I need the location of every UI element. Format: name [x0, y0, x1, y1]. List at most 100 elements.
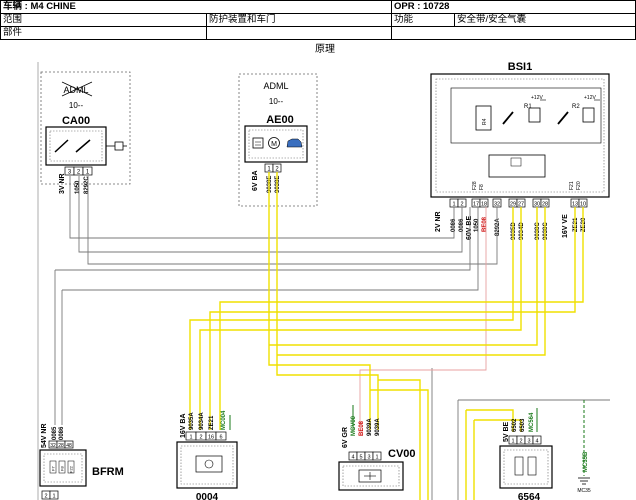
bsi1-pin-number: 13: [572, 202, 578, 208]
cv00-wire-label-red: BE08: [359, 420, 365, 436]
bsi1-fuse-label: F8: [479, 184, 485, 190]
bsi1-pin-number: 30: [534, 202, 540, 208]
m6564-pin-number: 1: [511, 439, 514, 445]
wire-yellow: [219, 207, 584, 430]
bsi1-pin-number: 10: [580, 202, 586, 208]
wire-yellow: [199, 207, 522, 430]
ca00-wire-label: 8292C: [84, 176, 90, 194]
cv00-inner: [342, 465, 400, 487]
wires-yellow: [189, 172, 584, 500]
wire-yellow: [209, 207, 576, 430]
ca00-wire-label: 1050: [75, 180, 81, 194]
wire-gray: [87, 176, 498, 265]
ca00-switch-a: [54, 139, 69, 153]
diagram-title: 原理: [315, 43, 335, 55]
wire-yellow: [277, 207, 546, 356]
ca00-dashed-frame: [40, 71, 131, 185]
wire-yellow: [189, 207, 514, 430]
wire-yellow: [268, 345, 371, 430]
bsi1-fuse-label: F21: [569, 181, 575, 190]
ae00-name: AE00: [266, 114, 294, 126]
bfrm-inner: [43, 453, 83, 483]
bfrm-pin-number: 32: [50, 443, 56, 449]
ae00-wire-label: 9038E: [275, 176, 281, 193]
ca00-connector-icon: [114, 141, 124, 151]
m6564-name: 6564: [518, 492, 541, 500]
bsi1-relay-contact: [502, 111, 514, 125]
module-cv00: 6V GR MCV00 BE08 9039A 9039A CV00 4 5 3 …: [338, 415, 416, 491]
bfrm-pin-box: [64, 440, 74, 449]
wire-yellow: [370, 389, 429, 500]
ae00-pins: 1 2: [264, 163, 282, 173]
m6564-component: [514, 456, 524, 476]
module-ae00: ADML 10-- AE00 M 1 2 6V BA 9038E 9038E: [238, 73, 318, 207]
ae00-inner: [248, 129, 304, 159]
bsi1-box: [430, 73, 610, 198]
wires-gray: [54, 176, 610, 500]
ca00-name: CA00: [62, 115, 90, 127]
ca00-top-label: ADML: [63, 85, 88, 95]
bsi1-pin-number: 27: [518, 202, 524, 208]
bsi1-inner: [435, 78, 605, 193]
bsi1-wire-label: ZE21: [573, 217, 579, 232]
cv00-pin-number: 5: [359, 455, 362, 461]
cv00-wire-label: 9039A: [375, 418, 381, 436]
wire-gray: [62, 207, 479, 291]
m6564-wire-label: 6502: [512, 418, 518, 432]
ae00-wire-label: 6V BA: [252, 170, 259, 191]
cv00-pin-box: [372, 451, 382, 461]
bsi1-wire-label: ZE20: [581, 217, 587, 232]
bsi1-pin-number: 32: [494, 202, 500, 208]
cv00-pin-number: 4: [351, 455, 354, 461]
m0004-pin-number: 16: [208, 435, 214, 441]
part-label: 部件: [1, 27, 207, 39]
ae00-top-label: ADML: [263, 81, 288, 91]
bfrm-inner-label: F22: [69, 465, 74, 473]
ca00-pin-number: 3: [68, 170, 72, 176]
bfrm-sub-pin-box: [49, 490, 59, 500]
m6564-pin-number: 4: [535, 439, 538, 445]
m0004-name: 0004: [196, 492, 219, 500]
header-table: 车辆 : M4 CHINE OPR : 10728 范围 防护装置和车门 功能 …: [0, 0, 636, 40]
bsi1-fuse-label: F20: [576, 181, 582, 190]
bfrm-fuse: [58, 460, 66, 474]
bsi1-pin-box: [479, 198, 489, 208]
scope-label: 范围: [1, 14, 207, 26]
bsi1-wire-label: 9038C: [535, 222, 541, 240]
bsi1-wire-label: 9038C: [543, 222, 549, 240]
bsi1-connector-label: 2V NR: [435, 211, 442, 232]
cv00-pin-number: 3: [367, 455, 370, 461]
m0004-wire-label: 9034A: [199, 412, 205, 430]
bfrm-pin-number: 48: [66, 443, 72, 449]
wires-green: [229, 400, 585, 476]
bsi1-ic-icon: [510, 157, 522, 167]
ae00-car-icon: [286, 138, 303, 148]
bsi1-voltage-label: +12V: [531, 95, 543, 101]
bsi1-relay-coil-a: [475, 105, 492, 131]
ca00-pin-number: 2: [77, 170, 81, 176]
wire-gray: [69, 176, 455, 239]
wire-yellow: [466, 409, 514, 432]
bsi1-fuse-label: F28: [472, 181, 478, 190]
bsi1-pins: 1 2 17 18 32 29 27 30 28 13 10: [449, 198, 588, 208]
wire-yellow: [474, 419, 522, 432]
ae00-sub-label: 10--: [269, 97, 284, 106]
bfrm-wire-label: 0086: [59, 426, 65, 440]
ground-label: MC35: [577, 488, 591, 494]
cv00-wire-label: 6V GR: [342, 427, 349, 448]
m0004-wire-label: ZE21: [209, 415, 215, 430]
ae00-doc-icon: [252, 137, 264, 149]
ca00-switch-b: [75, 139, 91, 153]
bsi1-wire-label: 1050: [474, 218, 480, 232]
module-6564: 5V BE 6502 6503 MC564 1 2 3 4 6564: [499, 412, 553, 500]
bsi1-pin-number: 18: [481, 202, 487, 208]
bfrm-fuse: [67, 460, 75, 474]
ae00-dashed-frame: [238, 73, 318, 207]
m6564-pin-number: 3: [527, 439, 530, 445]
bfrm-wire-label: 0085: [52, 426, 58, 440]
wire-pink: [359, 207, 487, 425]
bsi1-pin-number: 28: [542, 202, 548, 208]
part-extra: [391, 26, 636, 40]
bsi1-relay-area: [450, 87, 602, 144]
